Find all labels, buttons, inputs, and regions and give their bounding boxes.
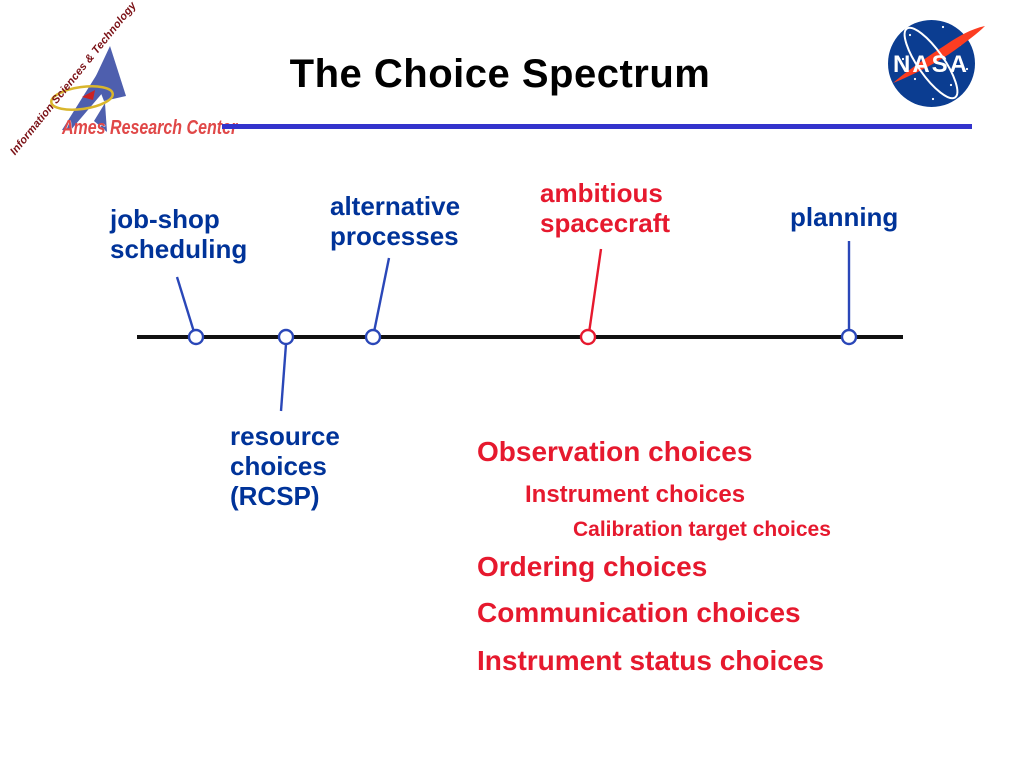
choice-item-instrument: Instrument choices <box>525 481 746 508</box>
label-alternative-processes: alternative processes <box>330 191 461 251</box>
nasa-wordmark: NASA <box>893 51 969 78</box>
spectrum-point-alternative-processes <box>364 328 382 346</box>
leader-job-shop-scheduling <box>175 276 196 333</box>
label-resource-choices-rcsp: resource choices (RCSP) <box>230 421 340 511</box>
slide-title: The Choice Spectrum <box>289 52 711 96</box>
title-underline-rule <box>222 124 972 129</box>
spectrum-point-ambitious-spacecraft <box>579 328 597 346</box>
spectrum-point-resource-choices <box>277 328 295 346</box>
leader-alternative-processes <box>372 257 391 333</box>
label-planning: planning <box>790 202 899 232</box>
choice-item-observation: Observation choices <box>477 436 753 467</box>
ames-orbit-ellipse <box>50 85 114 111</box>
nasa-logo: NASA <box>888 20 985 107</box>
nasa-orbit-ellipse <box>903 26 959 100</box>
ames-fin-lower-shape <box>94 103 107 132</box>
spectrum-point-planning <box>840 328 858 346</box>
label-job-shop-scheduling: job-shop scheduling <box>110 204 248 264</box>
leader-resource-choices <box>279 343 288 412</box>
choice-item-ordering: Ordering choices <box>477 551 708 582</box>
choice-item-communication: Communication choices <box>477 597 801 628</box>
ames-center-name: Ames Research Center <box>62 117 238 139</box>
ames-orbit-comet-icon <box>82 90 95 100</box>
label-ambitious-spacecraft: ambitious spacecraft <box>540 178 671 238</box>
leader-ambitious-spacecraft <box>587 248 603 334</box>
nasa-swoosh-icon <box>893 26 985 83</box>
choice-item-instrument-status: Instrument status choices <box>477 645 824 676</box>
choice-item-calibration-target: Calibration target choices <box>573 518 831 541</box>
spectrum-point-job-shop-scheduling <box>187 328 205 346</box>
ames-logo-graphic <box>50 46 126 132</box>
